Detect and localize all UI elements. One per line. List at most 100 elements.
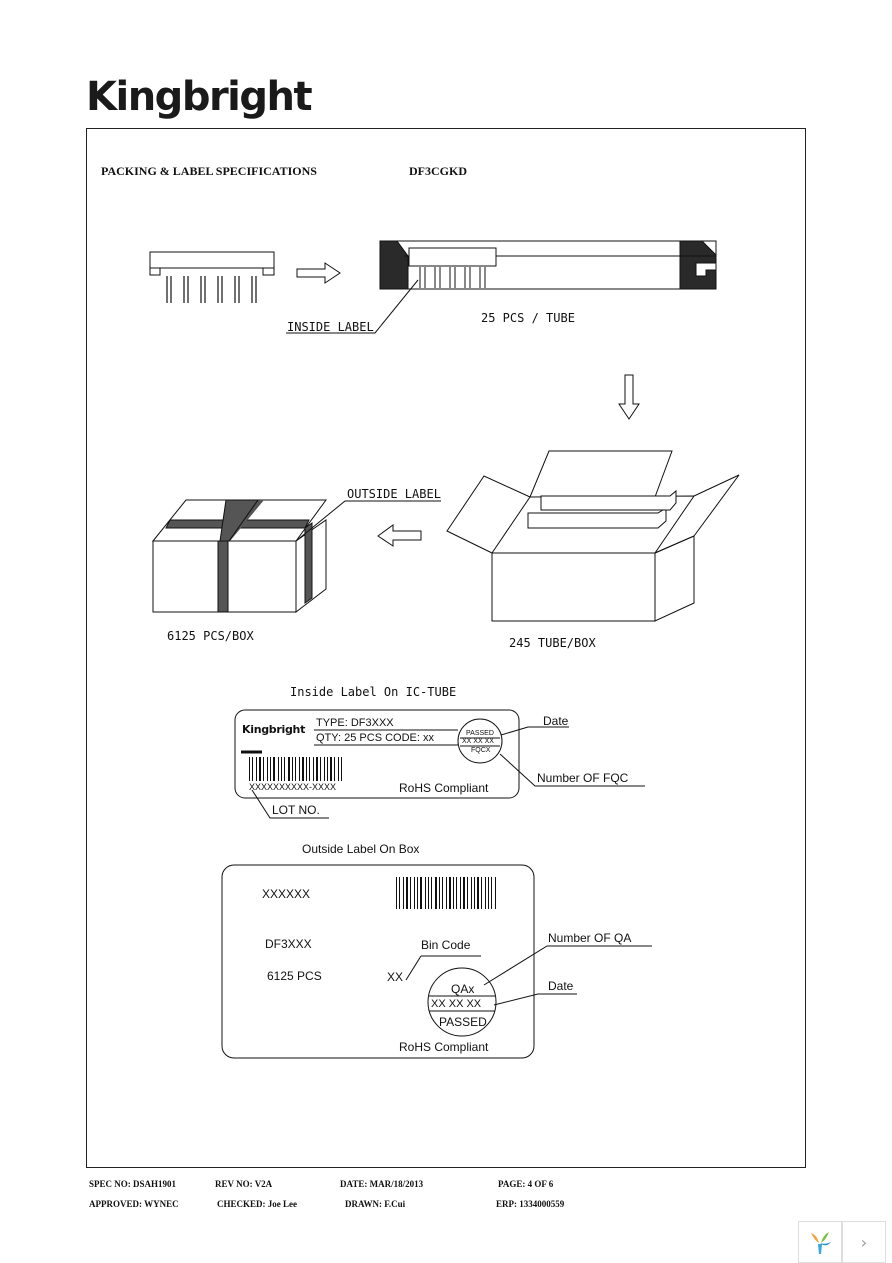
barcode-bar: [263, 757, 264, 781]
arrow-down-icon: [618, 374, 640, 420]
barcode-bar: [306, 757, 307, 781]
barcode-bar: [471, 877, 472, 909]
inside-label-qty: QTY: 25 PCS CODE: xx: [316, 732, 434, 744]
outside-date-callout: Date: [548, 979, 574, 993]
part-number: DF3CGKD: [409, 164, 467, 178]
inside-label-type: TYPE: DF3XXX: [316, 717, 394, 729]
barcode-bar: [491, 877, 492, 909]
bin-code-value: XX: [387, 970, 404, 984]
page-frame: [86, 128, 806, 1168]
barcode-bar: [338, 757, 339, 781]
barcode-bar: [270, 757, 271, 781]
barcode-bar: [442, 877, 443, 909]
outside-label-heading: Outside Label On Box: [302, 842, 420, 856]
barcode-bar: [406, 877, 408, 909]
barcode-bar: [334, 757, 335, 781]
bin-code-callout: Bin Code: [421, 938, 471, 952]
footer-spec: SPEC NO: DSAH1901: [89, 1179, 177, 1189]
barcode-bar: [324, 757, 325, 781]
outside-rohs: RoHS Compliant: [399, 1040, 489, 1054]
barcode-bar: [410, 877, 411, 909]
arrow-left-icon: [377, 524, 422, 547]
arrow-right-icon: [296, 262, 341, 284]
footer-date: DATE: MAR/18/2013: [340, 1179, 424, 1189]
barcode-bar: [320, 757, 321, 781]
next-page-button[interactable]: ›: [842, 1221, 886, 1263]
barcode-bar: [460, 877, 461, 909]
inside-label-heading: Inside Label On IC-TUBE: [290, 685, 457, 699]
barcode-bar: [439, 877, 440, 909]
barcode-bar: [449, 877, 451, 909]
footer-erp: ERP: 1334000559: [496, 1199, 565, 1209]
barcode-bar: [341, 757, 342, 781]
barcode-bar: [281, 757, 282, 781]
fqc-stamp-bottom: FQCX: [471, 747, 491, 754]
barcode-bar: [414, 877, 415, 909]
footer-page: PAGE: 4 OF 6: [498, 1179, 554, 1189]
footer-checked: CHECKED: Joe Lee: [217, 1199, 298, 1209]
box-pcs-quantity: 6125 PCS/BOX: [167, 629, 254, 643]
tube-quantity: 25 PCS / TUBE: [481, 311, 575, 325]
barcode-bar: [403, 877, 404, 909]
page-title: PACKING & LABEL SPECIFICATIONS: [101, 164, 317, 178]
barcode-bar: [259, 757, 261, 781]
barcode-bar: [284, 757, 285, 781]
barcode-bar: [267, 757, 268, 781]
barcode-bar: [278, 757, 279, 781]
fqc-stamp-top: PASSED: [466, 730, 494, 737]
barcode-bar: [302, 757, 304, 781]
barcode-bar: [428, 877, 429, 909]
open-box-drawing: [446, 450, 740, 622]
barcode-bar: [446, 877, 447, 909]
closed-box-drawing: [151, 499, 441, 614]
inside-label-card: [234, 709, 645, 819]
barcode-bar: [330, 757, 332, 781]
tube-drawing: [286, 240, 717, 334]
barcode-bar: [485, 877, 486, 909]
barcode-bar: [488, 877, 489, 909]
viewer-logo-icon: [811, 1232, 831, 1254]
viewer-logo-button[interactable]: [798, 1221, 842, 1263]
barcode-bar: [399, 877, 400, 909]
fqc-number-callout: Number OF FQC: [537, 771, 629, 785]
barcode-bar: [396, 877, 397, 909]
barcode-bar: [474, 877, 475, 909]
qa-stamp-top: QAx: [451, 982, 475, 996]
barcode-bar: [313, 757, 314, 781]
inside-rohs: RoHS Compliant: [399, 781, 489, 795]
qa-stamp-date: XX XX XX: [431, 998, 482, 1010]
inside-label-brand: Kingbright: [242, 723, 306, 736]
barcode-bar: [435, 877, 437, 909]
qa-number-callout: Number OF QA: [548, 931, 632, 945]
barcode-bar: [495, 877, 496, 909]
barcode-bar: [249, 757, 250, 781]
barcode-bar: [431, 877, 432, 909]
barcode-bar: [256, 757, 257, 781]
barcode-bar: [463, 877, 465, 909]
barcode-bar: [467, 877, 468, 909]
barcode-bar: [417, 877, 418, 909]
barcode-bar: [420, 877, 422, 909]
barcode-bar: [299, 757, 300, 781]
chevron-right-icon: ›: [860, 1232, 868, 1252]
barcode-bar: [292, 757, 293, 781]
barcode-bar: [288, 757, 290, 781]
outside-label-card: [221, 864, 652, 1059]
barcode-bar: [456, 877, 457, 909]
box-tube-quantity: 245 TUBE/BOX: [509, 636, 596, 650]
footer-rev: REV NO: V2A: [215, 1179, 273, 1189]
led-component-drawing: [149, 251, 275, 303]
barcode-bar: [453, 877, 454, 909]
barcode-bar: [295, 757, 296, 781]
barcode-bar: [309, 757, 310, 781]
lot-number-callout: LOT NO.: [272, 803, 320, 817]
outside-label-code: XXXXXX: [262, 887, 311, 901]
barcode-bar: [327, 757, 328, 781]
barcode-bar: [273, 757, 275, 781]
barcode-bar: [481, 877, 482, 909]
outside-label-callout: OUTSIDE LABEL: [347, 487, 441, 501]
barcode-bar: [477, 877, 479, 909]
barcode-text: XXXXXXXXXX-XXXX: [249, 782, 337, 792]
outside-label-pcs: 6125 PCS: [267, 969, 322, 983]
fqc-stamp-date: XX XX XX: [462, 738, 494, 745]
